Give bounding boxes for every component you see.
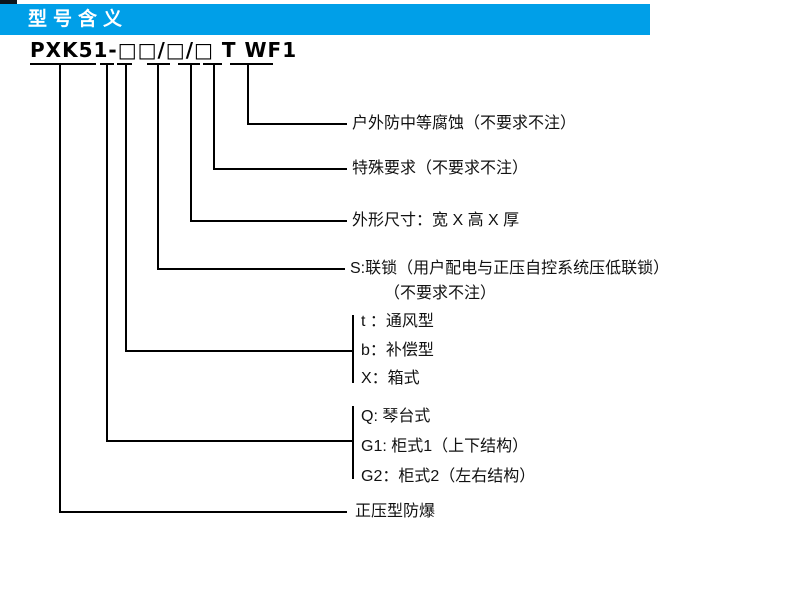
- label-structure-g1: G1: 柜式1（上下结构）: [361, 438, 529, 455]
- group-bracket-structure: [352, 406, 354, 479]
- connector-horizontal: [157, 268, 345, 270]
- underline-segment: [117, 63, 132, 65]
- label-corrosion: 户外防中等腐蚀（不要求不注）: [352, 115, 577, 132]
- label-interlock-line2: （不要求不注）: [384, 285, 497, 302]
- group-bracket-vent: [352, 315, 354, 383]
- underline-segment: [230, 63, 273, 65]
- connector-vertical: [213, 63, 215, 170]
- label-base: 正压型防爆: [355, 503, 436, 520]
- connector-horizontal: [213, 168, 347, 170]
- connector-horizontal: [106, 440, 353, 442]
- label-vent-type-b: b：补偿型: [361, 342, 434, 359]
- connector-vertical: [125, 63, 127, 352]
- label-special: 特殊要求（不要求不注）: [352, 160, 529, 177]
- label-vent-type-x: X：箱式: [361, 370, 420, 387]
- label-dimensions: 外形尺寸：宽 X 高 X 厚: [352, 212, 520, 229]
- connector-vertical: [59, 63, 61, 513]
- connector-vertical: [157, 63, 159, 270]
- header-bar: 型号含义: [0, 4, 650, 35]
- model-code: PXK51-□□/□/□ T WF1: [30, 38, 298, 62]
- underline-segment: [178, 63, 200, 65]
- underline-segment: [30, 63, 96, 65]
- label-structure-g2: G2：柜式2（左右结构）: [361, 468, 536, 485]
- page-title: 型号含义: [28, 9, 129, 30]
- connector-horizontal: [247, 123, 347, 125]
- label-vent-type-t: t ：通风型: [361, 313, 434, 330]
- connector-horizontal: [125, 350, 353, 352]
- connector-vertical: [106, 63, 108, 442]
- label-structure-q: Q: 琴台式: [361, 408, 431, 425]
- connector-vertical: [247, 63, 249, 125]
- connector-horizontal: [190, 220, 347, 222]
- label-interlock-line1: S:联锁（用户配电与正压自控系统压低联锁）: [350, 260, 670, 277]
- underline-segment: [203, 63, 222, 65]
- connector-horizontal: [59, 511, 347, 513]
- connector-vertical: [190, 63, 192, 222]
